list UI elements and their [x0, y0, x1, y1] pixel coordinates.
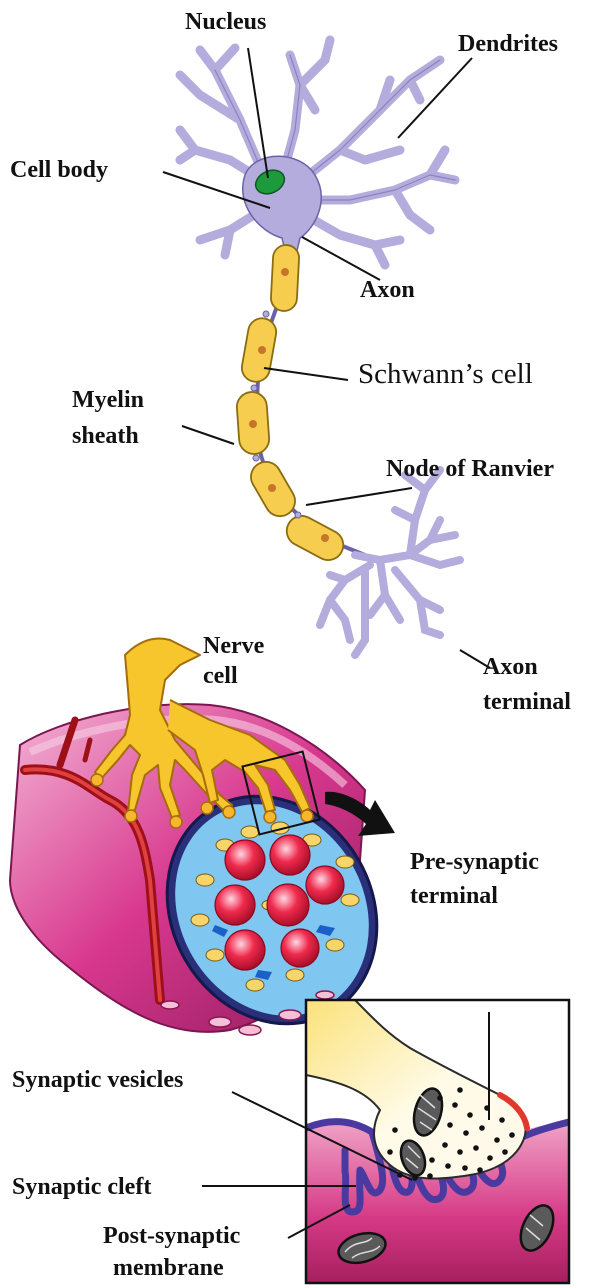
label-synaptic-cleft: Synaptic cleft [12, 1173, 151, 1201]
label-myelin-sheath-line2: sheath [72, 422, 139, 450]
label-synaptic-vesicles: Synaptic vesicles [12, 1066, 183, 1094]
label-postsynaptic-line2: membrane [113, 1254, 224, 1282]
label-nucleus: Nucleus [185, 8, 266, 36]
label-axon-terminal-line1: Axon [483, 653, 538, 681]
axon-terminal-shape [320, 470, 460, 655]
label-axon: Axon [360, 276, 415, 304]
label-nerve-cell-line1: Nerve [203, 632, 264, 660]
label-axon-terminal-line2: terminal [483, 688, 571, 716]
label-presynaptic-line1: Pre-synaptic [410, 848, 539, 876]
label-myelin-sheath-line1: Myelin [72, 386, 144, 414]
label-cell-body: Cell body [10, 156, 108, 184]
myelinated-axon [236, 244, 365, 565]
muscle-nerve-illustration [10, 639, 418, 1063]
synapse-inset [306, 1000, 569, 1283]
label-presynaptic-line2: terminal [410, 882, 498, 910]
label-dendrites: Dendrites [458, 30, 558, 58]
label-node-of-ranvier: Node of Ranvier [386, 455, 554, 483]
label-postsynaptic-line1: Post-synaptic [103, 1222, 240, 1250]
neuron-illustration [180, 40, 455, 265]
label-schwanns-cell: Schwann’s cell [358, 358, 533, 390]
label-nerve-cell-line2: cell [203, 662, 238, 690]
